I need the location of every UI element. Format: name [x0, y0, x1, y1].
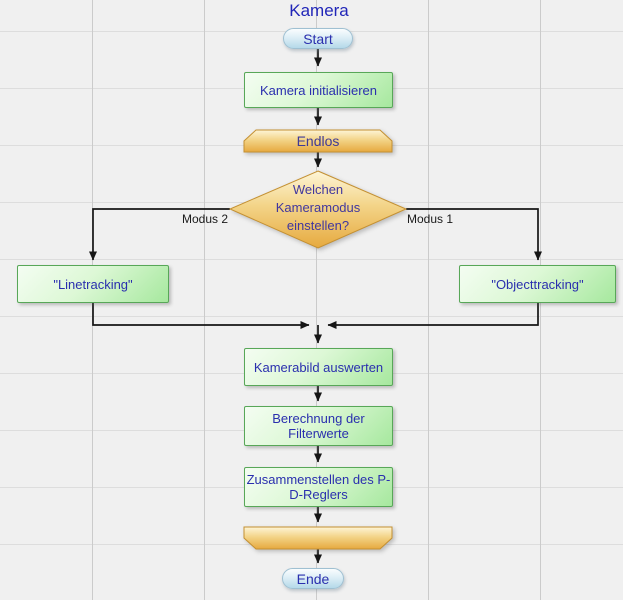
connector-decision-to-linetracking	[89, 208, 230, 261]
node-kamera-initialisieren: Kamera initialisieren	[244, 72, 393, 108]
connector-linetracking-to-merge	[92, 303, 310, 329]
edge-label-modus-1: Modus 1	[406, 212, 454, 226]
loop-end-shape	[243, 526, 393, 550]
node-linetracking: "Linetracking"	[17, 265, 169, 303]
node-zusammenstellen-regler: Zusammenstellen des P- D-Reglers	[244, 467, 393, 507]
decision-diamond-shape	[228, 170, 408, 249]
node-berechnung-filterwerte: Berechnung der Filterwerte	[244, 406, 393, 446]
diagram-title: Kamera	[289, 1, 349, 20]
node-start: Start	[283, 28, 353, 49]
loop-start-shape	[243, 129, 393, 153]
node-kamerabild-auswerten: Kamerabild auswerten	[244, 348, 393, 386]
connector-decision-to-objecttracking	[406, 208, 542, 261]
node-objecttracking: "Objecttracking"	[459, 265, 616, 303]
node-ende: Ende	[282, 568, 344, 589]
connector-objecttracking-to-merge	[327, 303, 539, 329]
edge-label-modus-2: Modus 2	[181, 212, 229, 226]
